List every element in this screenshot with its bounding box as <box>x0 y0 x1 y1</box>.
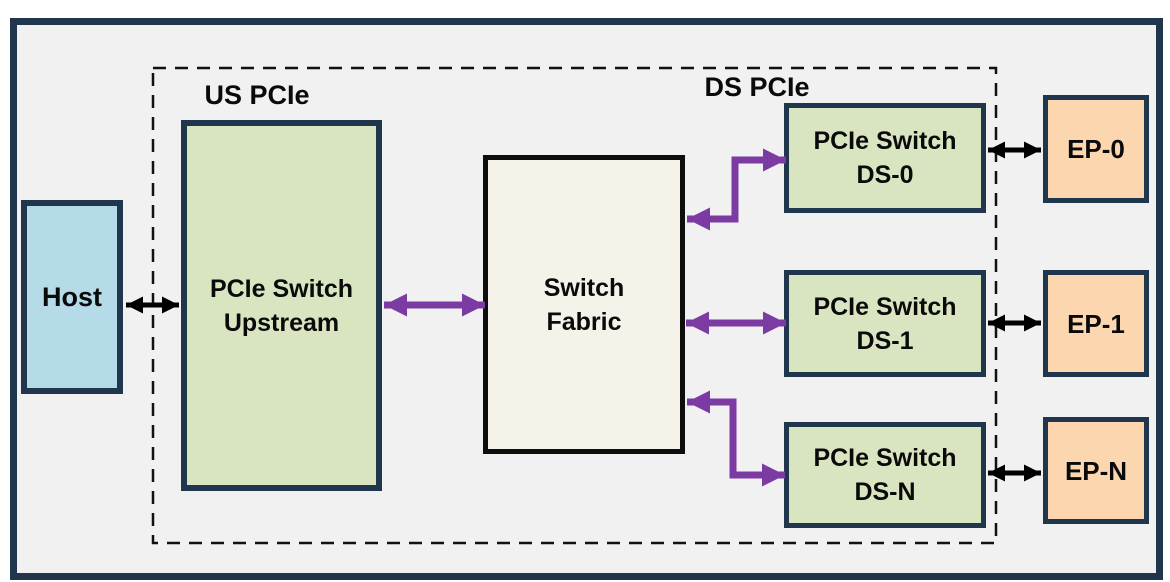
endpoint-0-box: EP-0 <box>1043 95 1149 203</box>
endpoint-n-box: EP-N <box>1043 417 1149 524</box>
endpoint-1-box: EP-1 <box>1043 270 1149 377</box>
ds-switch-1-box: PCIe Switch DS-1 <box>784 270 986 377</box>
ds-pcie-region-label: DS PCIe <box>704 72 810 102</box>
host-label: Host <box>42 282 102 312</box>
host-box: Host <box>21 200 123 394</box>
ds-switch-n-label-line2: DS-N <box>854 478 916 506</box>
endpoint-n-label: EP-N <box>1064 455 1128 486</box>
ds-switch-0-label-line2: DS-0 <box>856 161 914 189</box>
ds-switch-n-box: PCIe Switch DS-N <box>784 422 986 528</box>
upstream-switch-label-line1: PCIe Switch <box>209 274 354 303</box>
switch-fabric-label-line1: Switch <box>543 273 625 302</box>
upstream-switch-box: PCIe Switch Upstream <box>181 120 382 491</box>
endpoint-0-label: EP-0 <box>1067 134 1125 164</box>
ds-switch-1-label-line2: DS-1 <box>856 326 914 355</box>
switch-fabric-label-line2: Fabric <box>546 307 622 336</box>
ds-switch-1-label-line1: PCIe Switch <box>813 292 957 321</box>
upstream-switch-label-line2: Upstream <box>223 308 340 337</box>
endpoint-1-label: EP-1 <box>1067 308 1125 339</box>
ds-switch-0-label-line1: PCIe Switch <box>813 127 957 155</box>
switch-fabric-box: Switch Fabric <box>483 155 685 454</box>
ds-switch-0-box: PCIe Switch DS-0 <box>784 103 986 213</box>
ds-switch-n-label-line1: PCIe Switch <box>813 444 957 472</box>
us-pcie-region-label: US PCIe <box>204 80 310 110</box>
